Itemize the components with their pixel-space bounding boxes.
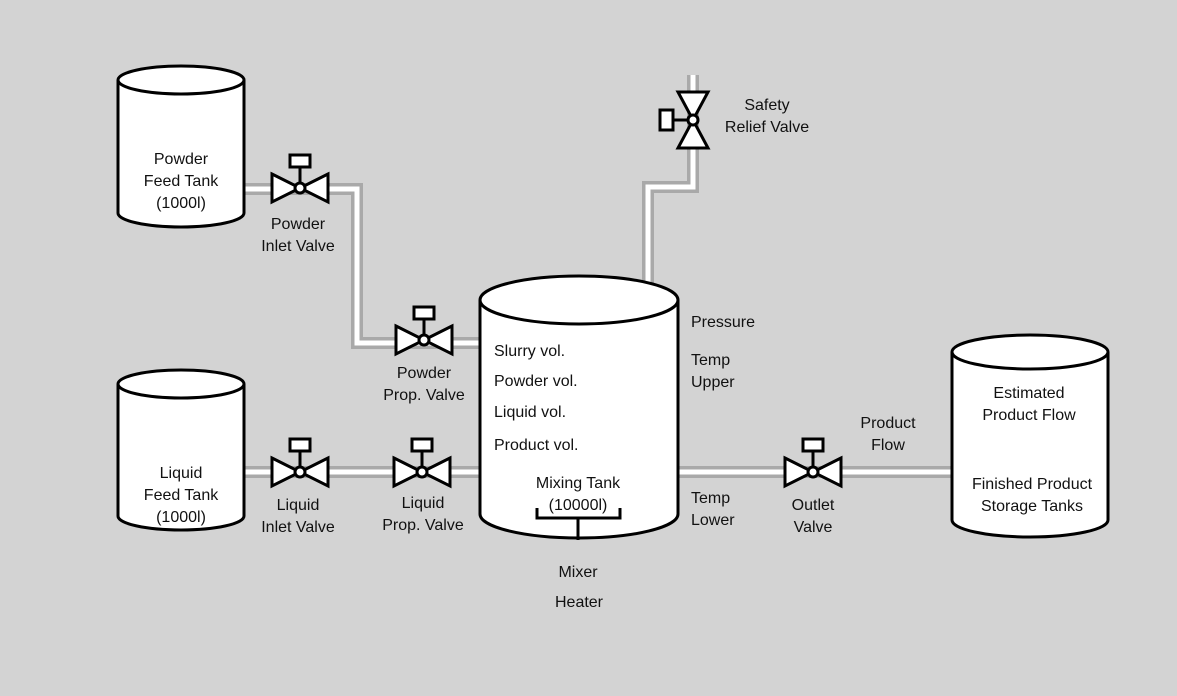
temp-lower-line1: Temp — [691, 490, 731, 507]
liquid-prop-valve-icon — [392, 437, 452, 489]
outlet-valve-icon — [783, 437, 843, 489]
liquid-volume-readout: Liquid vol. — [494, 404, 567, 421]
powder-feed-tank-line2: Feed Tank — [143, 173, 219, 190]
temp-lower-label: Temp Lower — [691, 488, 735, 532]
storage-tank — [950, 333, 1110, 539]
product-volume-readout: Product vol. — [494, 437, 579, 454]
liquid-inlet-valve-line1: Liquid — [276, 497, 320, 514]
safety-relief-valve-icon — [658, 90, 711, 150]
powder-feed-tank-capacity: (1000l) — [156, 195, 206, 212]
safety-relief-valve-line1: Safety — [744, 97, 790, 114]
powder-inlet-valve-line1: Powder — [270, 216, 326, 233]
powder-inlet-valve-label: Powder Inlet Valve — [261, 214, 335, 258]
mixer-paddle — [535, 508, 622, 540]
product-flow-label: Product Flow — [860, 413, 915, 457]
powder-inlet-valve-icon — [270, 153, 330, 205]
storage-tank-line2: Storage Tanks — [981, 498, 1083, 515]
liquid-inlet-valve-icon — [270, 437, 330, 489]
outlet-valve-line2: Valve — [793, 519, 833, 536]
liquid-feed-tank-capacity: (1000l) — [156, 509, 206, 526]
estimated-product-flow-line1: Estimated — [993, 385, 1065, 402]
mixer-label: Mixer — [558, 564, 598, 581]
outlet-valve-line1: Outlet — [791, 497, 835, 514]
temp-upper-line2: Upper — [691, 374, 735, 391]
liquid-feed-tank-line2: Feed Tank — [143, 487, 219, 504]
outlet-valve-label: Outlet Valve — [792, 495, 835, 539]
liquid-prop-valve-line2: Prop. Valve — [382, 517, 464, 534]
safety-relief-valve-label: Safety Relief Valve — [725, 95, 809, 139]
powder-feed-tank — [116, 64, 246, 229]
powder-pipe — [244, 183, 480, 349]
product-flow-line1: Product — [860, 415, 916, 432]
powder-prop-valve-line2: Prop. Valve — [383, 387, 465, 404]
liquid-prop-valve-label: Liquid Prop. Valve — [382, 493, 464, 537]
heater-label: Heater — [554, 594, 604, 611]
slurry-volume-readout: Slurry vol. — [494, 343, 566, 360]
liquid-feed-tank — [116, 368, 246, 532]
liquid-prop-valve-line1: Liquid — [401, 495, 445, 512]
storage-tank-line1: Finished Product — [971, 476, 1093, 493]
liquid-feed-tank-label: Liquid Feed Tank (1000l) — [144, 463, 218, 529]
powder-feed-tank-line1: Powder — [153, 151, 209, 168]
liquid-inlet-valve-label: Liquid Inlet Valve — [261, 495, 335, 539]
estimated-product-flow-label: Estimated Product Flow — [982, 383, 1075, 427]
mixing-tank-label: Mixing Tank (10000l) — [536, 473, 620, 517]
storage-tank-label: Finished Product Storage Tanks — [972, 474, 1092, 518]
powder-volume-readout: Powder vol. — [494, 373, 578, 390]
liquid-feed-tank-line1: Liquid — [159, 465, 203, 482]
powder-prop-valve-icon — [394, 305, 454, 357]
powder-prop-valve-label: Powder Prop. Valve — [383, 363, 465, 407]
powder-inlet-valve-line2: Inlet Valve — [261, 238, 335, 255]
mixing-tank-line1: Mixing Tank — [535, 475, 621, 492]
temp-upper-line1: Temp — [691, 352, 731, 369]
temp-upper-label: Temp Upper — [691, 350, 735, 394]
liquid-inlet-valve-line2: Inlet Valve — [261, 519, 335, 536]
powder-feed-tank-label: Powder Feed Tank (1000l) — [144, 149, 218, 215]
temp-lower-line2: Lower — [691, 512, 735, 529]
mixing-tank — [478, 274, 680, 540]
valves — [270, 90, 843, 489]
tanks — [116, 64, 1110, 540]
powder-prop-valve-line1: Powder — [396, 365, 452, 382]
estimated-product-flow-line2: Product Flow — [982, 407, 1076, 424]
pressure-label: Pressure — [691, 314, 756, 331]
safety-relief-valve-line2: Relief Valve — [724, 119, 810, 136]
mixing-tank-capacity: (10000l) — [548, 497, 608, 514]
product-flow-line2: Flow — [871, 437, 905, 454]
